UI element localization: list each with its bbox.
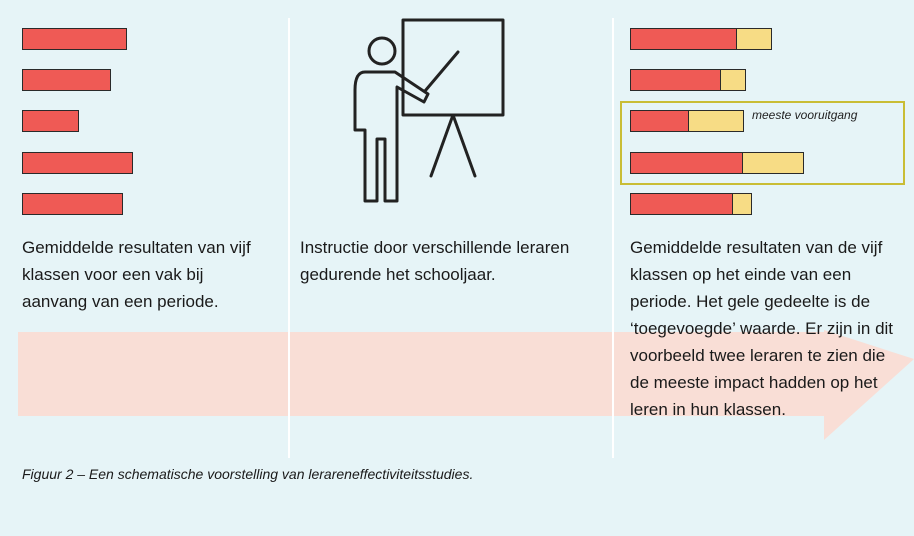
end-bar-yellow-segment bbox=[743, 153, 803, 173]
column-divider-1 bbox=[288, 18, 290, 458]
highlight-label: meeste vooruitgang bbox=[752, 108, 858, 122]
end-bar-red-segment bbox=[631, 29, 737, 49]
start-bar-red-segment bbox=[23, 70, 110, 90]
end-bar bbox=[630, 69, 746, 91]
start-description: Gemiddelde resultaten van vijf klassen v… bbox=[22, 238, 251, 311]
flow-arrow bbox=[18, 330, 914, 440]
end-bar-red-segment bbox=[631, 153, 743, 173]
end-bar-yellow-segment bbox=[689, 111, 743, 131]
end-bar-yellow-segment bbox=[733, 194, 751, 214]
start-bar bbox=[22, 69, 111, 91]
end-description: Gemiddelde resultaten van de vijf klasse… bbox=[630, 238, 894, 419]
start-bar-red-segment bbox=[23, 194, 122, 214]
end-bar bbox=[630, 110, 744, 132]
end-bar-red-segment bbox=[631, 70, 721, 90]
start-bar bbox=[22, 28, 127, 50]
end-bar bbox=[630, 28, 772, 50]
end-bar-yellow-segment bbox=[721, 70, 745, 90]
instruction-description: Instructie door verschillende leraren ge… bbox=[300, 238, 570, 284]
start-bar-red-segment bbox=[23, 153, 132, 173]
end-bar-red-segment bbox=[631, 194, 733, 214]
start-bar bbox=[22, 193, 123, 215]
figure-caption: Figuur 2 – Een schematische voorstelling… bbox=[22, 466, 474, 482]
start-bar bbox=[22, 152, 133, 174]
column-divider-2 bbox=[612, 18, 614, 458]
start-bar bbox=[22, 110, 79, 132]
teacher-at-board-icon bbox=[353, 18, 505, 203]
highlight-box bbox=[620, 101, 905, 185]
start-bar-red-segment bbox=[23, 29, 126, 49]
end-bar bbox=[630, 152, 804, 174]
end-bar-yellow-segment bbox=[737, 29, 771, 49]
start-bar-red-segment bbox=[23, 111, 78, 131]
end-bar bbox=[630, 193, 752, 215]
end-bar-red-segment bbox=[631, 111, 689, 131]
